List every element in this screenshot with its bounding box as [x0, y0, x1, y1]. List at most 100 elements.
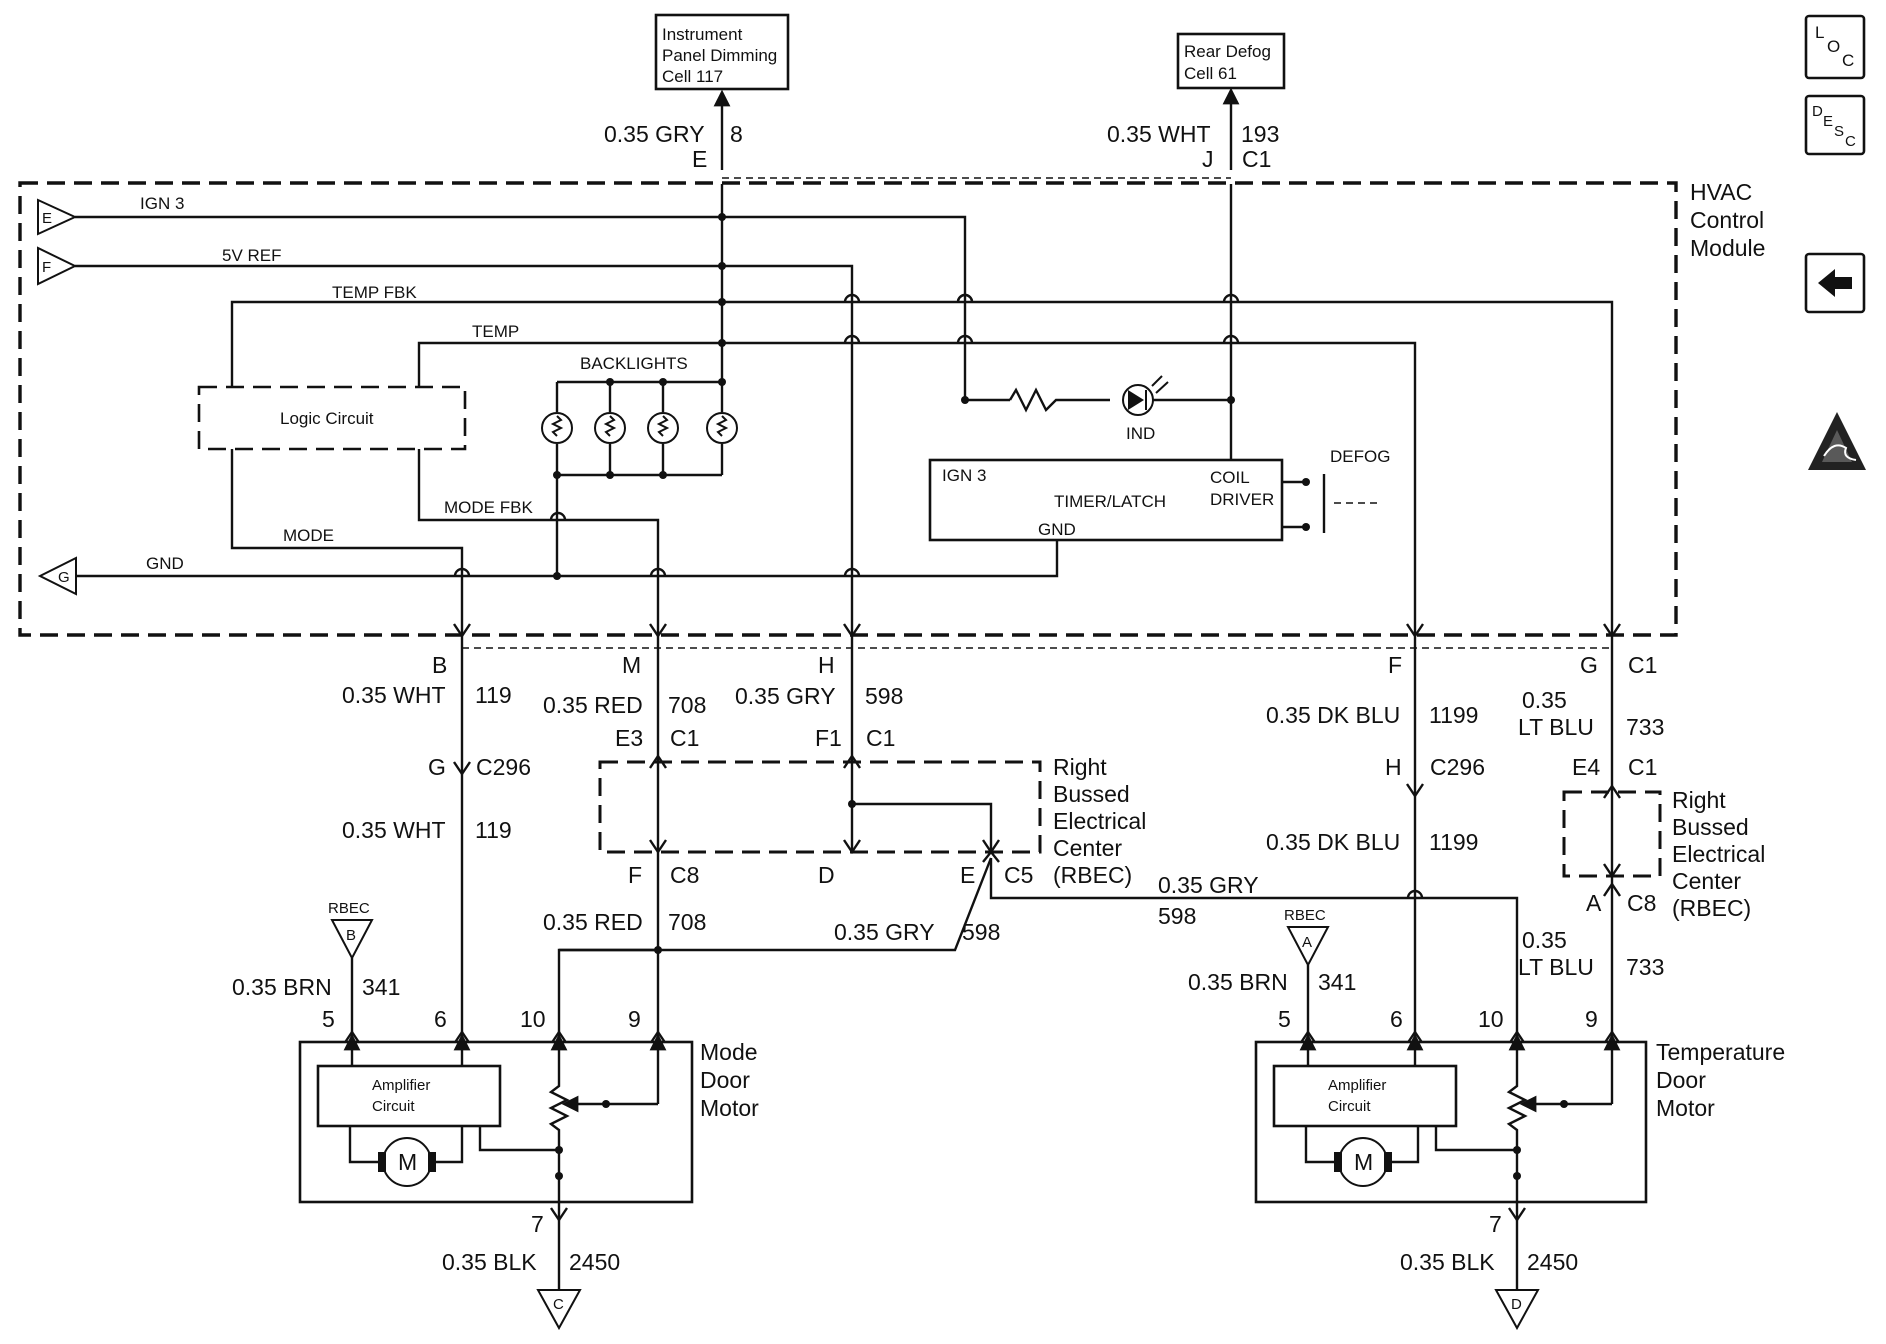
svg-text:733: 733 [1626, 714, 1664, 740]
svg-text:0.35 WHT: 0.35 WHT [342, 682, 446, 708]
svg-text:RBEC: RBEC [328, 900, 370, 917]
svg-text:Amplifier: Amplifier [372, 1077, 430, 1094]
svg-text:C5: C5 [1004, 862, 1033, 888]
svg-text:Rear Defog: Rear Defog [1184, 42, 1271, 61]
svg-text:0.35 WHT: 0.35 WHT [342, 817, 446, 843]
svg-text:LT BLU: LT BLU [1518, 714, 1594, 740]
svg-text:Door: Door [700, 1067, 750, 1093]
svg-text:341: 341 [362, 974, 400, 1000]
svg-text:DRIVER: DRIVER [1210, 490, 1274, 509]
svg-text:0.35 RED: 0.35 RED [543, 909, 643, 935]
svg-text:L: L [1815, 23, 1824, 42]
svg-text:10: 10 [520, 1006, 546, 1032]
svg-text:F: F [628, 862, 642, 888]
svg-text:H: H [818, 652, 835, 678]
svg-text:C1: C1 [1628, 754, 1657, 780]
svg-text:LT BLU: LT BLU [1518, 954, 1594, 980]
svg-text:C: C [553, 1296, 564, 1313]
svg-text:Mode: Mode [700, 1039, 758, 1065]
svg-text:Right: Right [1053, 754, 1107, 780]
svg-text:IGN 3: IGN 3 [942, 466, 986, 485]
svg-text:598: 598 [1158, 903, 1196, 929]
svg-text:D: D [818, 862, 835, 888]
svg-text:Control: Control [1690, 207, 1764, 233]
svg-text:9: 9 [1585, 1006, 1598, 1032]
svg-text:5: 5 [322, 1006, 335, 1032]
svg-text:8: 8 [730, 121, 743, 147]
svg-text:IGN 3: IGN 3 [140, 194, 184, 213]
svg-text:7: 7 [1489, 1211, 1502, 1237]
svg-text:Cell 61: Cell 61 [1184, 64, 1237, 83]
svg-text:Motor: Motor [700, 1095, 759, 1121]
indicator-led: IND [1122, 375, 1169, 443]
rbec-ground-b: RBEC B [328, 900, 374, 1040]
svg-text:0.35 BLK: 0.35 BLK [1400, 1249, 1495, 1275]
svg-text:708: 708 [668, 909, 706, 935]
svg-text:598: 598 [865, 683, 903, 709]
svg-text:GND: GND [146, 554, 184, 573]
svg-text:Circuit: Circuit [372, 1098, 415, 1115]
logic-circuit [197, 385, 467, 451]
svg-text:RBEC: RBEC [1284, 907, 1326, 924]
svg-text:0.35 GRY: 0.35 GRY [604, 121, 705, 147]
svg-text:Cell 117: Cell 117 [662, 67, 723, 86]
svg-text:Electrical: Electrical [1053, 808, 1146, 834]
svg-text:193: 193 [1241, 121, 1279, 147]
svg-text:Module: Module [1690, 235, 1765, 261]
svg-text:0.35 BRN: 0.35 BRN [1188, 969, 1288, 995]
svg-text:Circuit: Circuit [1328, 1098, 1371, 1115]
svg-text:Center: Center [1672, 868, 1741, 894]
svg-text:G: G [428, 754, 446, 780]
svg-text:A: A [1302, 934, 1312, 951]
svg-text:E4: E4 [1572, 754, 1600, 780]
svg-text:Amplifier: Amplifier [1328, 1077, 1386, 1094]
desc-button[interactable]: D E S C [1804, 94, 1866, 156]
rbec-right [1562, 790, 1662, 878]
svg-text:0.35 DK BLU: 0.35 DK BLU [1266, 702, 1400, 728]
svg-text:TEMP: TEMP [472, 322, 519, 341]
svg-text:119: 119 [475, 682, 512, 708]
svg-text:MODE: MODE [283, 526, 334, 545]
svg-text:G: G [1580, 652, 1598, 678]
svg-text:C296: C296 [1430, 754, 1485, 780]
svg-text:C1: C1 [1242, 146, 1271, 172]
svg-text:HVAC: HVAC [1690, 179, 1752, 205]
svg-text:0.35 RED: 0.35 RED [543, 692, 643, 718]
svg-text:B: B [346, 927, 356, 944]
svg-text:IND: IND [1126, 424, 1155, 443]
svg-text:O: O [1827, 37, 1840, 56]
svg-text:H: H [1385, 754, 1402, 780]
svg-text:(RBEC): (RBEC) [1053, 862, 1132, 888]
svg-text:C1: C1 [670, 725, 699, 751]
svg-text:Logic Circuit: Logic Circuit [280, 409, 374, 428]
svg-text:0.35 BLK: 0.35 BLK [442, 1249, 537, 1275]
svg-text:341: 341 [1318, 969, 1356, 995]
svg-text:1199: 1199 [1429, 702, 1478, 728]
svg-text:10: 10 [1478, 1006, 1504, 1032]
timer-latch-box [928, 458, 1284, 542]
svg-text:C8: C8 [670, 862, 699, 888]
svg-text:Panel Dimming: Panel Dimming [662, 46, 777, 65]
svg-text:(RBEC): (RBEC) [1672, 895, 1751, 921]
input-f-tag: F [37, 246, 78, 286]
back-arrow-button[interactable] [1804, 252, 1866, 314]
svg-text:9: 9 [628, 1006, 641, 1032]
temperature-door-motor: 5 6 10 9 Amplifier Circuit M Temperature… [1254, 1006, 1785, 1331]
input-e-tag: E [37, 198, 78, 236]
svg-text:F: F [1388, 652, 1402, 678]
svg-text:7: 7 [531, 1211, 544, 1237]
svg-text:M: M [1354, 1149, 1373, 1175]
svg-text:C296: C296 [476, 754, 531, 780]
svg-text:1199: 1199 [1429, 829, 1478, 855]
svg-text:0.35 GRY: 0.35 GRY [735, 683, 836, 709]
loc-button[interactable]: L O C [1804, 14, 1866, 80]
svg-text:598: 598 [962, 919, 1000, 945]
svg-text:MODE FBK: MODE FBK [444, 498, 533, 517]
svg-text:COIL: COIL [1210, 468, 1250, 487]
svg-text:Electrical: Electrical [1672, 841, 1765, 867]
svg-text:0.35: 0.35 [1522, 687, 1567, 713]
rbec-left-label: Right Bussed Electrical Center (RBEC) [1053, 754, 1146, 888]
svg-text:B: B [432, 652, 447, 678]
svg-text:E3: E3 [615, 725, 643, 751]
backlight-bulbs [541, 378, 738, 576]
